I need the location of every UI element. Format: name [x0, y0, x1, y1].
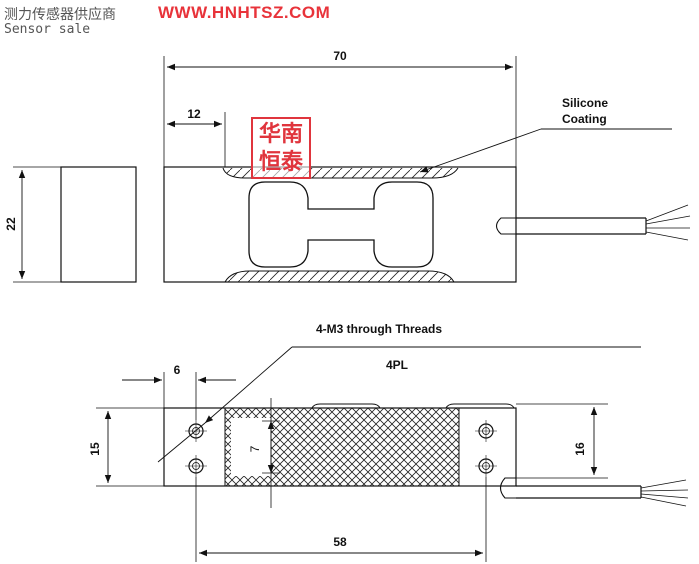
threads-leader	[204, 346, 293, 424]
vendor-tagline: Sensor sale	[4, 22, 91, 37]
coating-label-line1: Silicone	[562, 96, 608, 110]
width-side-label: 16	[573, 442, 587, 456]
coating-label-line2: Coating	[562, 112, 607, 126]
thread-hole-left-bottom	[185, 455, 207, 477]
vendor-name: 测力传感器供应商	[4, 7, 116, 23]
coating-leader	[419, 128, 542, 173]
stamp-line-1: 华南	[258, 121, 303, 147]
vendor-website: WWW.HNHTSZ.COM	[158, 3, 331, 22]
watermark-stamp: 华南 恒泰	[251, 117, 311, 179]
slot-label: 7	[248, 445, 262, 452]
height-label: 22	[4, 217, 18, 231]
thread-hole-right-bottom	[475, 455, 497, 477]
width-bottom-label: 15	[88, 442, 102, 456]
end-offset-label: 12	[187, 107, 201, 121]
front-view	[163, 56, 691, 283]
stamp-line-2: 恒泰	[258, 149, 303, 175]
overall-length-label: 70	[333, 49, 347, 63]
top-view	[96, 346, 689, 562]
thread-hole-right-top	[475, 420, 497, 442]
threads-qty-label: 4PL	[386, 358, 408, 372]
threads-label: 4-M3 through Threads	[316, 322, 442, 336]
hole-spacing-label: 58	[333, 535, 347, 549]
end-view	[13, 166, 137, 283]
hole-edge-label: 6	[174, 363, 181, 377]
